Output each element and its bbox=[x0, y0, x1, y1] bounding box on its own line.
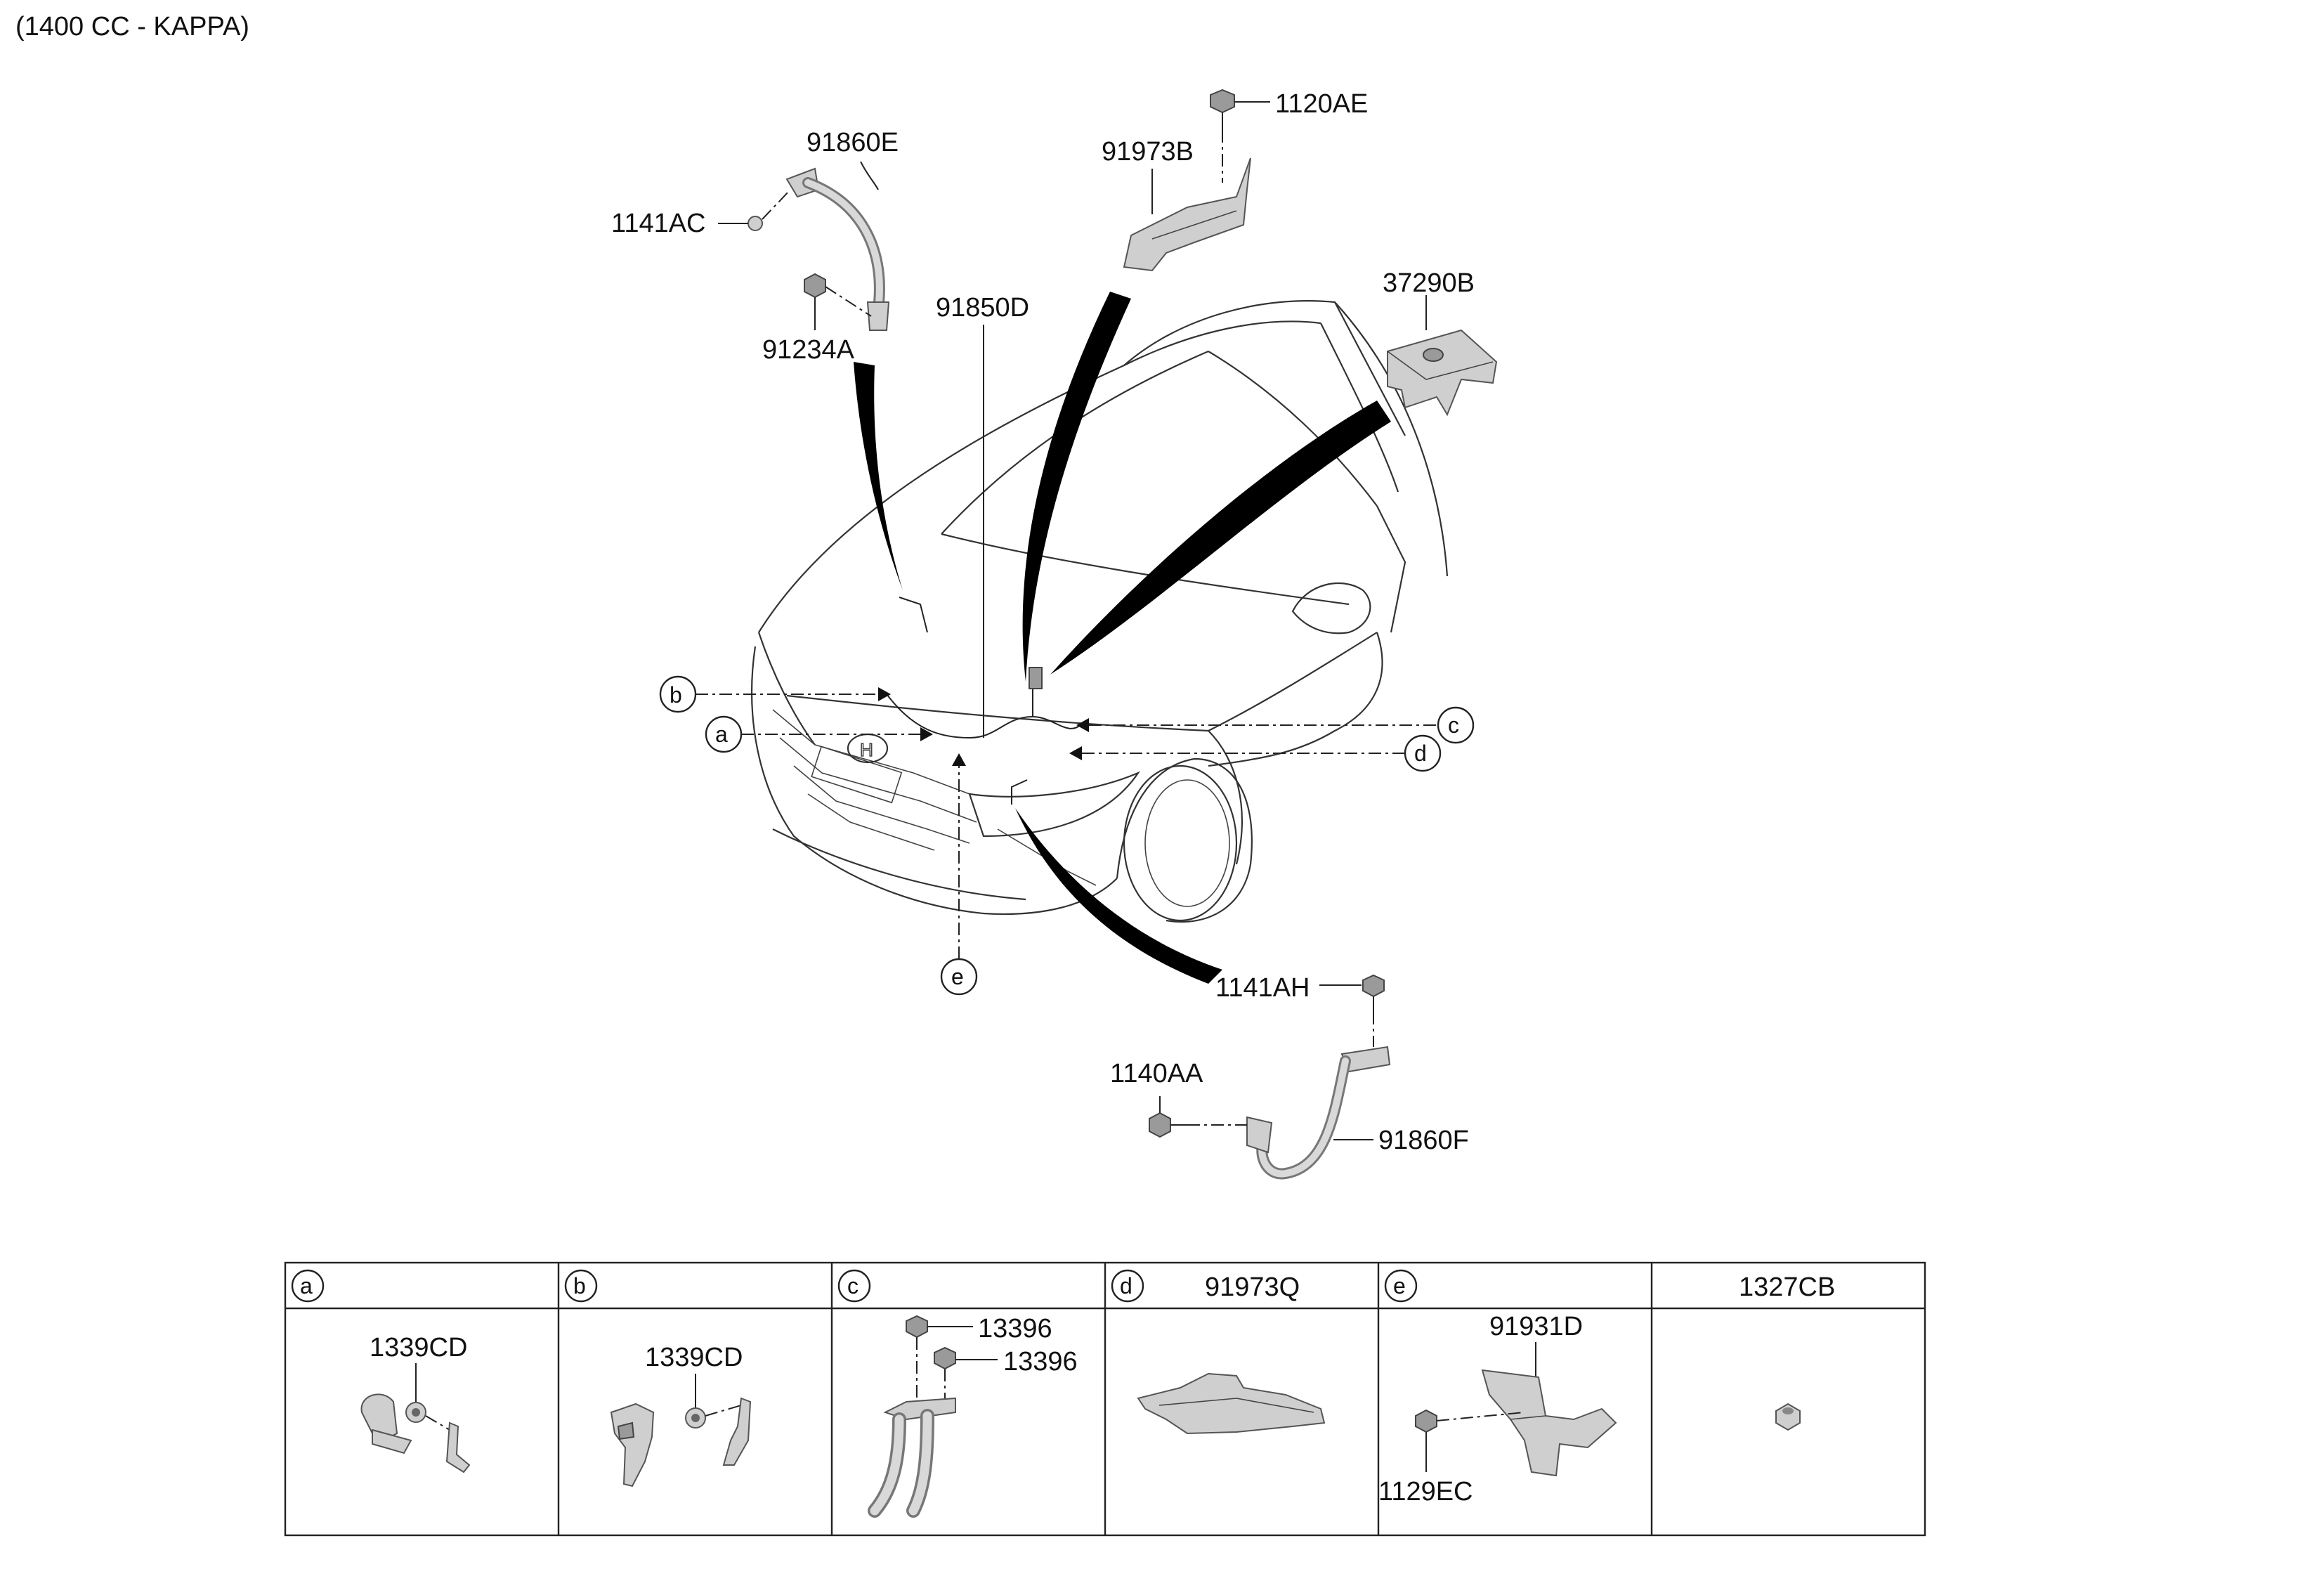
label-91973B: 91973B bbox=[1102, 137, 1194, 167]
svg-text:e: e bbox=[1393, 1273, 1406, 1299]
callout-b: b bbox=[659, 675, 891, 713]
svg-text:b: b bbox=[573, 1273, 586, 1299]
callout-d: d bbox=[1069, 734, 1442, 772]
callout-e: e bbox=[940, 753, 978, 996]
table-cell-e: e bbox=[1384, 1269, 1418, 1303]
label-91850D: 91850D bbox=[936, 293, 1029, 323]
svg-text:b: b bbox=[670, 682, 682, 708]
svg-text:a: a bbox=[300, 1273, 313, 1299]
svg-text:H: H bbox=[860, 739, 873, 760]
label-c-13396-bottom: 13396 bbox=[1003, 1347, 1078, 1377]
svg-text:c: c bbox=[847, 1273, 859, 1299]
table-cell-c: c bbox=[837, 1269, 871, 1303]
table-title-1327CB: 1327CB bbox=[1739, 1273, 1835, 1302]
cover-37290B: 37290B bbox=[1383, 268, 1498, 417]
parts-table: a b c d 91973Q e 1327CB 1339CD bbox=[284, 1261, 1926, 1537]
cell-e-parts: 91931D 1129EC bbox=[1378, 1312, 1617, 1506]
cell-a-parts: 1339CD bbox=[360, 1333, 471, 1473]
svg-text:a: a bbox=[715, 722, 728, 747]
engine-spec-title: (1400 CC - KAPPA) bbox=[15, 12, 249, 41]
table-title-91973Q: 91973Q bbox=[1205, 1273, 1300, 1302]
label-37290B: 37290B bbox=[1383, 268, 1475, 298]
wedge-91860E bbox=[854, 362, 903, 590]
cell-b-parts: 1339CD bbox=[610, 1343, 752, 1488]
label-c-13396-top: 13396 bbox=[978, 1314, 1052, 1343]
battery-cable-91860E: 91860E 1141AC 91234A bbox=[611, 128, 899, 365]
label-1140AA: 1140AA bbox=[1110, 1059, 1203, 1088]
cell-1327CB-part bbox=[1775, 1402, 1801, 1431]
table-cell-d: d 91973Q bbox=[1111, 1269, 1300, 1303]
label-1120AE: 1120AE bbox=[1275, 89, 1368, 119]
label-e-91931D: 91931D bbox=[1489, 1312, 1583, 1341]
label-a-1339CD: 1339CD bbox=[370, 1333, 467, 1362]
label-e-1129EC: 1129EC bbox=[1378, 1477, 1473, 1506]
label-b-1339CD: 1339CD bbox=[645, 1343, 743, 1372]
callout-c: c bbox=[1076, 706, 1475, 744]
table-cell-b: b bbox=[564, 1269, 598, 1303]
wedge-91860F bbox=[1015, 808, 1222, 984]
callout-a: a bbox=[705, 715, 933, 753]
table-cell-a: a bbox=[291, 1269, 325, 1303]
label-91860E: 91860E bbox=[807, 128, 899, 157]
svg-text:c: c bbox=[1448, 712, 1459, 738]
label-1141AC: 1141AC bbox=[611, 209, 706, 238]
protector-91973B: 1120AE 91973B bbox=[1102, 89, 1368, 272]
table-cell-1327CB: 1327CB bbox=[1739, 1273, 1835, 1302]
label-91860F: 91860F bbox=[1378, 1126, 1469, 1155]
svg-text:e: e bbox=[951, 964, 964, 989]
cell-c-parts: 13396 13396 bbox=[868, 1314, 1078, 1518]
wedge-37290B bbox=[1050, 401, 1391, 675]
ground-cable-91860F: 1141AH 91860F 1140AA bbox=[1110, 973, 1469, 1180]
cell-d-parts bbox=[1137, 1372, 1326, 1435]
wedge-91973B bbox=[1022, 292, 1131, 682]
svg-text:d: d bbox=[1414, 741, 1427, 766]
vehicle-front-view: H bbox=[751, 300, 1449, 923]
label-1141AH: 1141AH bbox=[1215, 973, 1310, 1003]
svg-text:d: d bbox=[1120, 1273, 1132, 1299]
label-91234A: 91234A bbox=[762, 335, 855, 365]
